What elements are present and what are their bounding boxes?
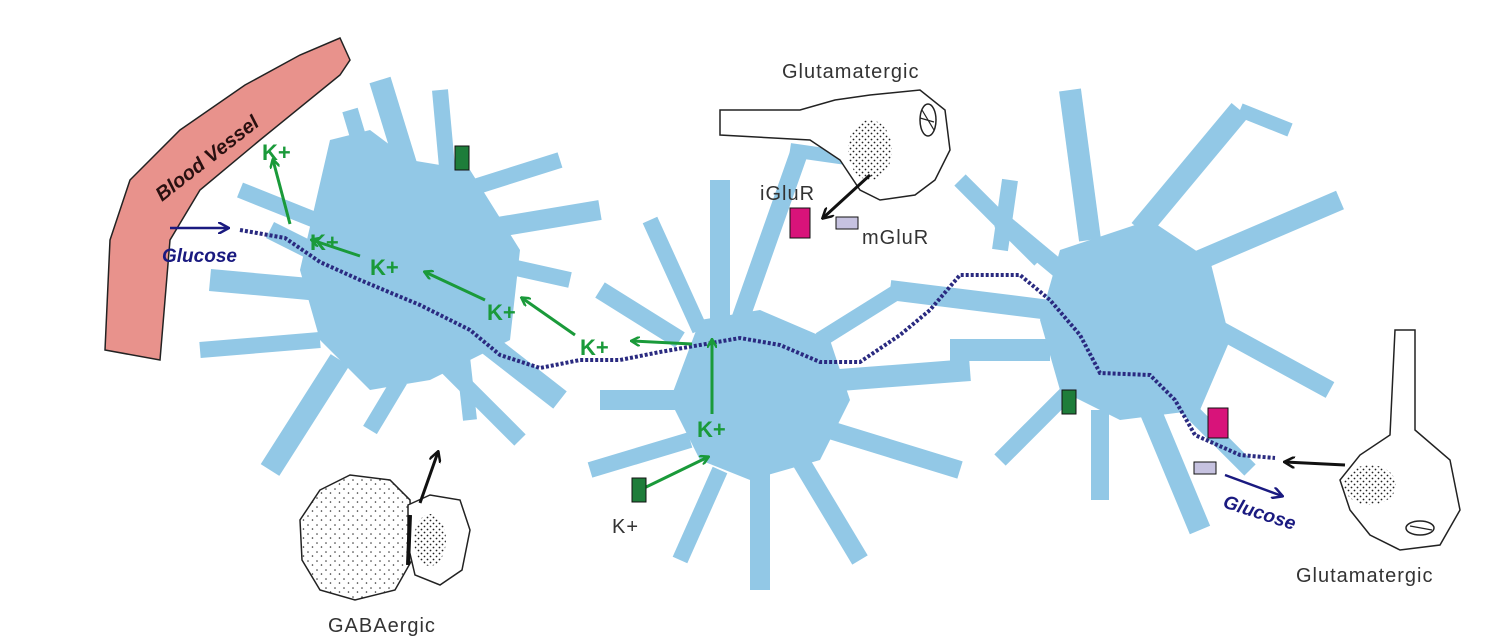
k-label: K+ (697, 417, 726, 442)
iglur-label: iGluR (760, 183, 815, 205)
k-channel (1061, 389, 1077, 415)
glucose-label-right: Glucose (1220, 492, 1298, 535)
glucose-label-left: Glucose (162, 246, 237, 267)
gap-junction-pathway (239, 228, 1276, 460)
astrocyte-2 (587, 143, 971, 590)
mglur-label: mGluR (862, 227, 929, 249)
astrocyte-1 (199, 76, 602, 476)
k-label: K+ (487, 300, 516, 325)
glutamatergic-neuron-right: Glutamatergic (1285, 329, 1461, 587)
k-label: K+ (262, 140, 291, 165)
potassium-labels: K+ K+ K+ K+ K+ K+ K+ (262, 140, 726, 538)
iglur-receptor (1207, 407, 1229, 439)
gabaergic-neuron: GABAergic (299, 452, 471, 637)
mglur-receptor (835, 216, 859, 230)
glutamatergic-label-top: Glutamatergic (782, 61, 920, 83)
gabaergic-label: GABAergic (328, 615, 436, 637)
k-label-source: K+ (612, 516, 639, 538)
k-label: K+ (580, 335, 609, 360)
mglur-receptor (1193, 461, 1217, 475)
k-label: K+ (370, 255, 399, 280)
glucose-arrow-right (1224, 473, 1282, 496)
glutamatergic-label-right: Glutamatergic (1296, 565, 1434, 587)
iglur-receptor (789, 207, 811, 239)
k-label: K+ (310, 230, 339, 255)
glutamatergic-neuron-top: Glutamatergic (719, 61, 951, 218)
potassium-flow (273, 160, 712, 492)
k-channel (454, 145, 470, 171)
k-channel (631, 477, 647, 503)
